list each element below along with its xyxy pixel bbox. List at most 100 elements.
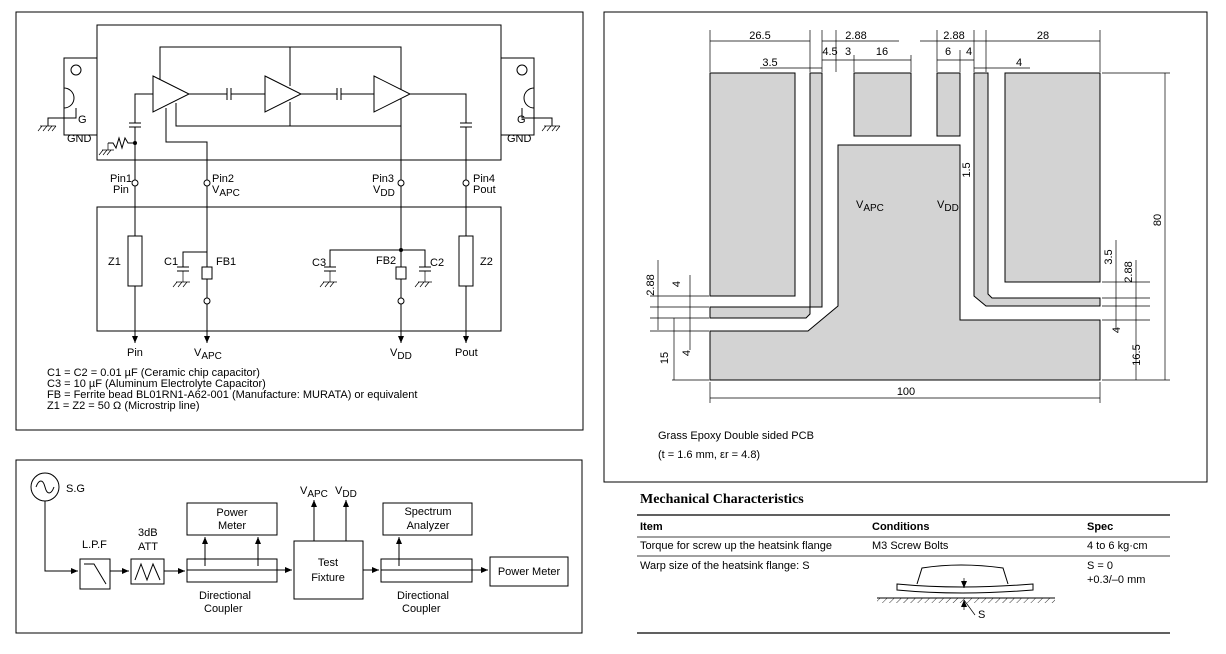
dim-label: 16 bbox=[876, 46, 888, 58]
pin2-label: Pin2 bbox=[212, 173, 234, 185]
coupler-1-label: Coupler bbox=[204, 603, 243, 615]
coupler-2-label: Directional bbox=[397, 590, 449, 602]
pcb-dimensions bbox=[650, 30, 1170, 403]
amplifier-stage-1 bbox=[152, 75, 191, 113]
c3-label: C3 bbox=[312, 257, 326, 269]
pcb-vapc-label: VAPC bbox=[856, 199, 884, 214]
schematic-panel: G GND G GND bbox=[15, 11, 584, 431]
pin1-label: Pin1 bbox=[110, 173, 132, 185]
dim-label: 3.5 bbox=[762, 57, 777, 69]
power-meter-2 bbox=[489, 556, 569, 587]
component-note: C3 = 10 µF (Aluminum Electrolyte Capacit… bbox=[47, 378, 266, 390]
column-header-conditions: Conditions bbox=[872, 521, 929, 533]
analyzer-label: Spectrum bbox=[404, 506, 451, 518]
pin4-label: Pin4 bbox=[473, 173, 495, 185]
att-label-line2: ATT bbox=[138, 541, 158, 553]
dim-label: 3.5 bbox=[1103, 249, 1115, 264]
dim-label: 15 bbox=[659, 352, 671, 364]
dim-label: 6 bbox=[945, 46, 951, 58]
fixture-label: Fixture bbox=[311, 572, 345, 584]
power-meter-1 bbox=[186, 502, 278, 536]
table-cell: S = 0 bbox=[1087, 560, 1113, 572]
pin3-sub-label: VDD bbox=[373, 184, 395, 199]
bottom-vdd-label: VDD bbox=[390, 347, 412, 362]
column-header-spec: Spec bbox=[1087, 521, 1113, 533]
dim-label: 4 bbox=[681, 350, 693, 356]
z1-label: Z1 bbox=[108, 256, 121, 268]
table-cell: Torque for screw up the heatsink flange bbox=[640, 540, 832, 552]
mechanical-title: Mechanical Characteristics bbox=[640, 492, 804, 507]
sine-icon bbox=[35, 480, 55, 494]
dim-label: 2.88 bbox=[645, 274, 657, 295]
test-setup-panel: S.G L.P.F 3dB ATT Power Meter Directiona… bbox=[15, 459, 583, 634]
dim-label: 4 bbox=[671, 281, 683, 287]
table-cell: M3 Screw Bolts bbox=[872, 540, 949, 552]
sg-label: S.G bbox=[66, 483, 85, 495]
ground-label-gnd-left: GND bbox=[67, 133, 92, 145]
fb2-ferrite bbox=[395, 266, 407, 280]
amplifier-chain bbox=[98, 46, 472, 180]
dim-label: 2.88 bbox=[1123, 261, 1135, 282]
dim-label: 2.88 bbox=[943, 30, 964, 42]
warp-s-label: S bbox=[978, 609, 985, 621]
dim-label: 4 bbox=[1016, 57, 1022, 69]
mechanical-characteristics: Mechanical Characteristics Item Conditio… bbox=[637, 492, 1170, 634]
warp-figure: S bbox=[877, 564, 1055, 621]
table-cell: +0.3/–0 mm bbox=[1087, 574, 1145, 586]
right-flange bbox=[500, 57, 561, 136]
dim-label: 100 bbox=[897, 386, 915, 398]
column-header-item: Item bbox=[640, 521, 663, 533]
spectrum-analyzer bbox=[382, 502, 473, 536]
z2-microstrip bbox=[458, 235, 474, 287]
pcb-layout-panel: VAPC VDD bbox=[603, 11, 1208, 483]
ground-label-g-left: G bbox=[78, 114, 87, 126]
left-flange bbox=[37, 57, 98, 136]
component-note: C1 = C2 = 0.01 µF (Ceramic chip capacito… bbox=[47, 367, 260, 379]
pcb-caption: Grass Epoxy Double sided PCB bbox=[658, 430, 814, 442]
dim-label: 4.5 bbox=[822, 46, 837, 58]
power-meter-2-label: Power Meter bbox=[498, 566, 561, 578]
test-fixture bbox=[293, 540, 364, 600]
pin2-sub-label: VAPC bbox=[212, 184, 240, 199]
dim-label: 28 bbox=[1037, 30, 1049, 42]
analyzer-label: Analyzer bbox=[407, 520, 450, 532]
table-cell: Warp size of the heatsink flange: S bbox=[640, 560, 810, 572]
component-note: FB = Ferrite bead BL01RN1-A62-001 (Manuf… bbox=[47, 389, 417, 401]
ground-label-gnd-right: GND bbox=[507, 133, 532, 145]
bottom-vapc-label: VAPC bbox=[194, 347, 222, 362]
power-meter-1-label: Meter bbox=[218, 520, 246, 532]
z1-microstrip bbox=[127, 235, 143, 287]
lpf-block bbox=[79, 558, 111, 590]
dim-label: 80 bbox=[1152, 214, 1164, 226]
table-cell: 4 to 6 kg·cm bbox=[1087, 540, 1148, 552]
dim-label: 4 bbox=[1111, 327, 1123, 333]
bottom-pout-label: Pout bbox=[455, 347, 478, 359]
pin4-sub-label: Pout bbox=[473, 184, 496, 196]
attenuator-block bbox=[130, 558, 165, 585]
fb2-label: FB2 bbox=[376, 255, 396, 267]
amplifier-stage-2 bbox=[264, 75, 303, 113]
coupler-2-label: Coupler bbox=[402, 603, 441, 615]
pcb-vdd-label: VDD bbox=[937, 199, 959, 214]
ground-label-g-right: G bbox=[517, 114, 526, 126]
att-label-line1: 3dB bbox=[138, 527, 158, 539]
dim-label: 1.5 bbox=[961, 162, 973, 177]
setup-vdd-label: VDD bbox=[335, 485, 357, 500]
fixture-label: Test bbox=[318, 557, 338, 569]
bottom-pin-label: Pin bbox=[127, 347, 143, 359]
lpf-label: L.P.F bbox=[82, 539, 107, 551]
c2-label: C2 bbox=[430, 257, 444, 269]
dim-label: 3 bbox=[845, 46, 851, 58]
dim-label: 26.5 bbox=[749, 30, 770, 42]
dim-label: 16.5 bbox=[1131, 344, 1143, 365]
setup-vapc-label: VAPC bbox=[300, 485, 328, 500]
pin1-sub-label: Pin bbox=[113, 184, 129, 196]
pin3-label: Pin3 bbox=[372, 173, 394, 185]
dim-label: 4 bbox=[966, 46, 972, 58]
c1-label: C1 bbox=[164, 256, 178, 268]
pcb-copper bbox=[709, 72, 1101, 381]
amplifier-stage-3 bbox=[373, 75, 412, 113]
fb1-label: FB1 bbox=[216, 256, 236, 268]
coupler-1-label: Directional bbox=[199, 590, 251, 602]
